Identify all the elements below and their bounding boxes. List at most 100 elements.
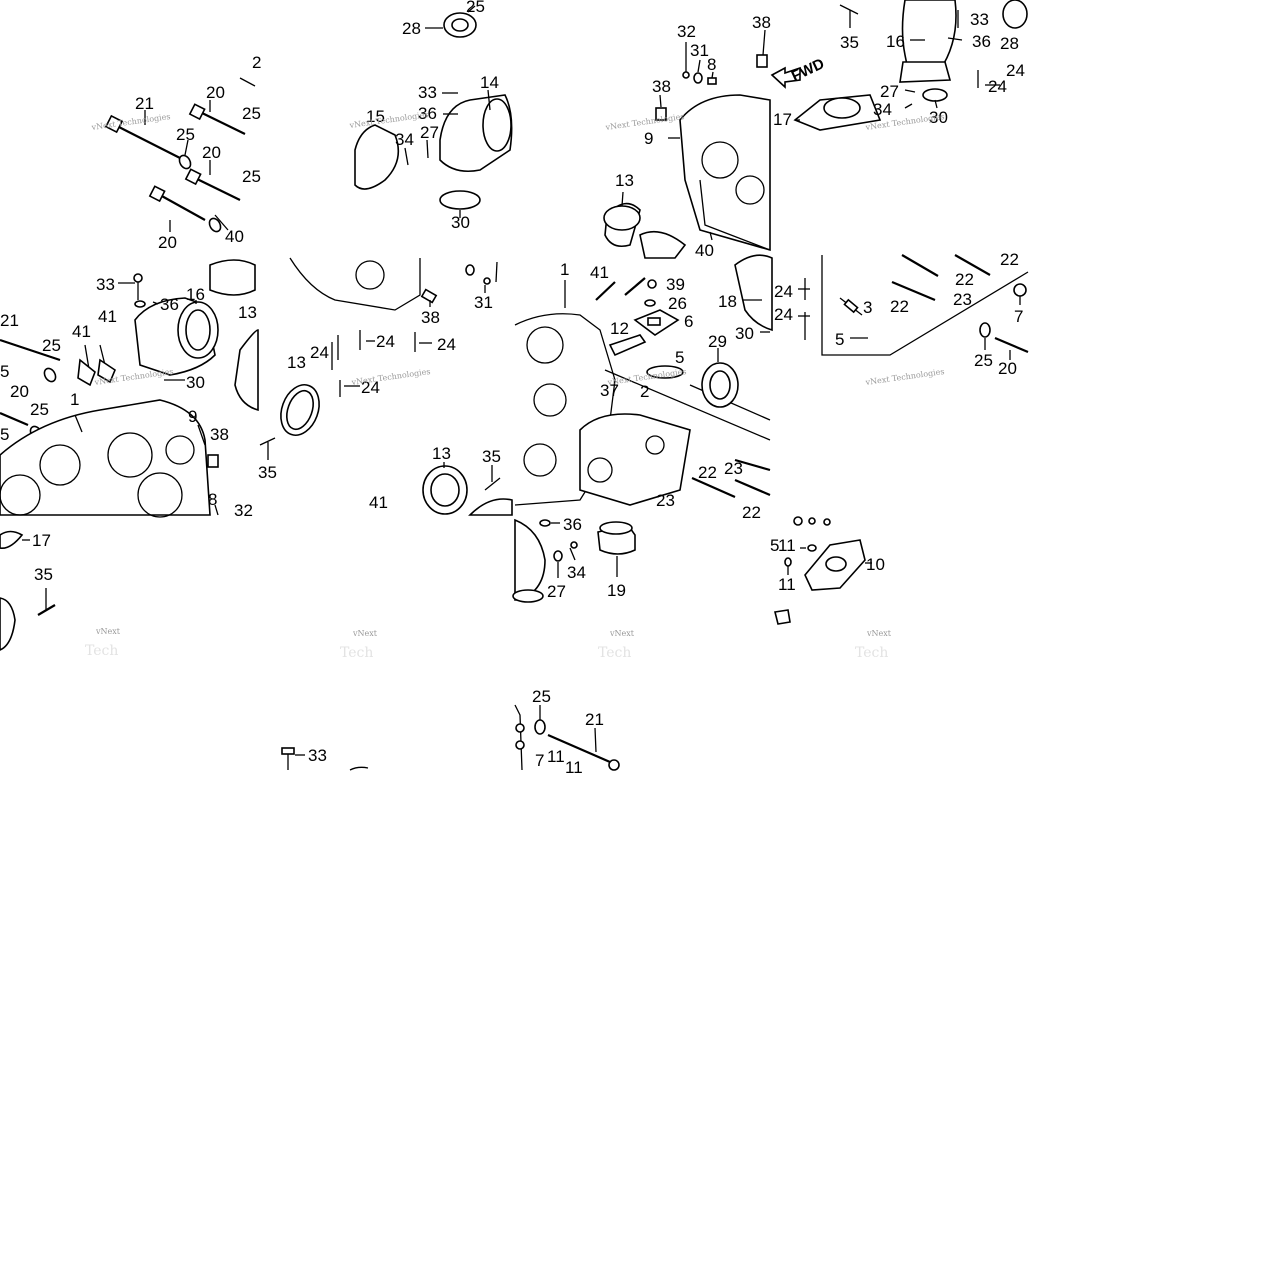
callout-label: 24: [774, 282, 793, 301]
fwd-label: FWD: [789, 55, 827, 85]
callout-label: 7: [1014, 307, 1023, 326]
callout-label: 25: [242, 104, 261, 123]
watermark-text: vNext: [95, 627, 121, 636]
callout-label: 24: [437, 335, 456, 354]
callout-label: 20: [998, 359, 1017, 378]
callout-label: 6: [684, 312, 693, 331]
callout-label: 30: [186, 373, 205, 392]
callout-label: 24: [376, 332, 395, 351]
callout-label: 13: [287, 353, 306, 372]
callout-label: 34: [873, 100, 892, 119]
callout-label: 5: [0, 425, 9, 444]
callout-label: 23: [953, 290, 972, 309]
watermark-text: vNext: [866, 629, 892, 638]
callout-label: 28: [402, 19, 421, 38]
tile-fragment-bolt: 33: [281, 746, 369, 771]
callout-label: 11: [565, 758, 583, 777]
callout-label: 13: [615, 171, 634, 190]
callout-label: 36: [563, 515, 582, 534]
watermark-text: Tech: [855, 645, 888, 661]
tile-cover-plate: 11 11 10 5: [770, 516, 885, 625]
callout-label: 41: [72, 322, 91, 341]
callout-label: 5: [0, 362, 9, 381]
callout-label: 7: [535, 751, 544, 770]
callout-label: 25: [974, 351, 993, 370]
callout-label: 41: [369, 493, 388, 512]
callout-label: 27: [547, 582, 566, 601]
callout-label: 27: [880, 82, 899, 101]
callout-label: 38: [210, 425, 229, 444]
callout-label: 24: [310, 343, 329, 362]
callout-label: 3: [863, 298, 872, 317]
callout-label: 33: [308, 746, 327, 765]
callout-label: 5: [835, 330, 844, 349]
callout-label: 21: [135, 94, 154, 113]
callout-label: 24: [1006, 61, 1025, 80]
tile-water-pump: 1 41 39 26 6 12 5 2 29 37 22 23 23 22: [514, 260, 771, 522]
callout-label: 35: [258, 463, 277, 482]
callout-label: 9: [188, 407, 197, 426]
callout-label: 40: [225, 227, 244, 246]
callout-label: 25: [242, 167, 261, 186]
callout-label: 31: [690, 41, 709, 60]
watermark-text: vNext Technologies: [864, 367, 945, 387]
callout-label: 8: [707, 55, 716, 74]
callout-label: 20: [158, 233, 177, 252]
callout-label: 15: [366, 107, 385, 126]
callout-label: 38: [421, 308, 440, 327]
callout-label: 1: [70, 390, 79, 409]
callout-label: 17: [32, 531, 51, 550]
callout-label: 30: [929, 108, 948, 127]
tile-thermostat: 36 34 27 19: [512, 515, 636, 603]
callout-label: 25: [532, 687, 551, 706]
callout-label: 24: [988, 77, 1007, 96]
callout-label: 36: [160, 295, 179, 314]
callout-label: 11: [778, 536, 796, 555]
tile-bolts-top-left: 21 20 25 25 20 25 20 40 2: [104, 53, 261, 252]
callout-label: 25: [42, 336, 61, 355]
callout-label: 16: [886, 32, 905, 51]
watermark-text: vNext: [352, 629, 378, 638]
tile-long-bolt: 25 21 7 11 11: [514, 687, 620, 777]
watermark-text: Tech: [340, 645, 373, 661]
callout-label: 22: [698, 463, 717, 482]
callout-label: 35: [840, 33, 859, 52]
fwd-arrow-icon: [770, 66, 801, 89]
watermark-text: vNext: [609, 629, 635, 638]
callout-label: 30: [451, 213, 470, 232]
callout-label: 23: [656, 491, 675, 510]
callout-label: 20: [202, 143, 221, 162]
callout-label: 40: [695, 241, 714, 260]
callout-label: 13: [238, 303, 257, 322]
tile-gasket-fwd: FWD 32 31 8 38 38 9 13 40: [603, 13, 827, 260]
callout-label: 1: [560, 260, 569, 279]
callout-label: 34: [395, 130, 414, 149]
callout-label: 41: [98, 307, 117, 326]
callout-label: 33: [970, 10, 989, 29]
callout-label: 14: [480, 73, 499, 92]
callout-label: 20: [10, 382, 29, 401]
callout-label: 8: [208, 490, 217, 509]
callout-label: 35: [482, 447, 501, 466]
callout-label: 20: [206, 83, 225, 102]
callout-label: 30: [735, 324, 754, 343]
callout-label: 34: [567, 563, 586, 582]
callout-label: 38: [652, 77, 671, 96]
callout-label: 23: [724, 459, 743, 478]
callout-label: 22: [1000, 250, 1019, 269]
callout-label: 21: [0, 311, 19, 330]
callout-label: 5: [675, 348, 684, 367]
callout-label: 25: [466, 0, 485, 16]
watermark-text: Tech: [85, 643, 118, 659]
callout-label: 25: [176, 125, 195, 144]
callout-label: 10: [866, 555, 885, 574]
callout-label: 22: [955, 270, 974, 289]
callout-label: 2: [640, 382, 649, 401]
callout-label: 21: [585, 710, 604, 729]
tile-cylinder-head-left: 33 36 16 13 21 41 41 25 30 5 20 25 1 9 3…: [0, 259, 259, 520]
callout-label: 24: [774, 305, 793, 324]
watermark-text: vNext Technologies: [350, 367, 431, 387]
callout-label: 38: [752, 13, 771, 32]
callout-label: 35: [34, 565, 53, 584]
callout-label: 22: [742, 503, 761, 522]
